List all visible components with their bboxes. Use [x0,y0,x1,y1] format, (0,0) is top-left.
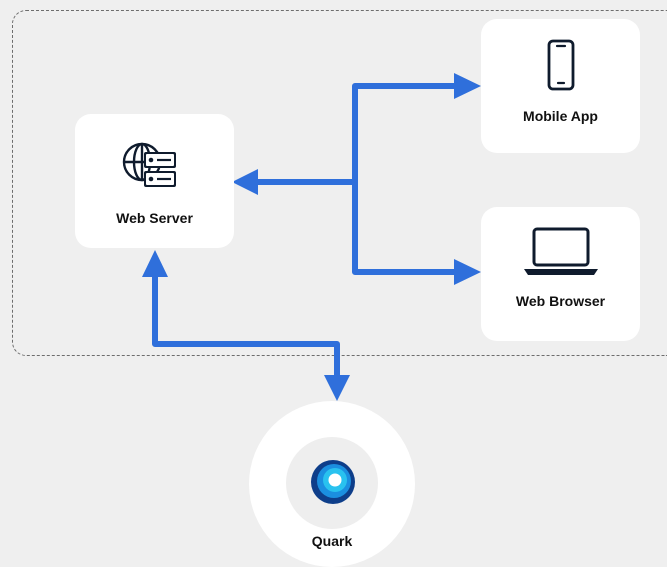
smartphone-icon [547,39,574,91]
web-browser-label: Web Browser [515,293,606,309]
arrowhead-mobile-app [454,73,481,99]
web-server-node: Web Server [75,114,234,248]
arrowhead-web-browser [454,259,481,285]
web-browser-node: Web Browser [481,207,640,341]
quark-logo-icon [311,460,355,504]
web-server-icon [122,142,176,187]
mobile-app-label: Mobile App [523,108,598,124]
web-server-label: Web Server [116,210,193,226]
arrowhead-web-server-bottom [142,250,168,277]
laptop-icon [523,227,598,275]
mobile-app-node: Mobile App [481,19,640,153]
quark-node: Quark [249,401,415,567]
arrowhead-web-server-left [232,169,258,195]
quark-label: Quark [311,533,353,549]
connector-server-to-mobile [256,83,456,185]
connector-server-to-browser [352,182,456,275]
arrowhead-quark [324,375,350,401]
connector-server-to-quark [152,277,340,377]
